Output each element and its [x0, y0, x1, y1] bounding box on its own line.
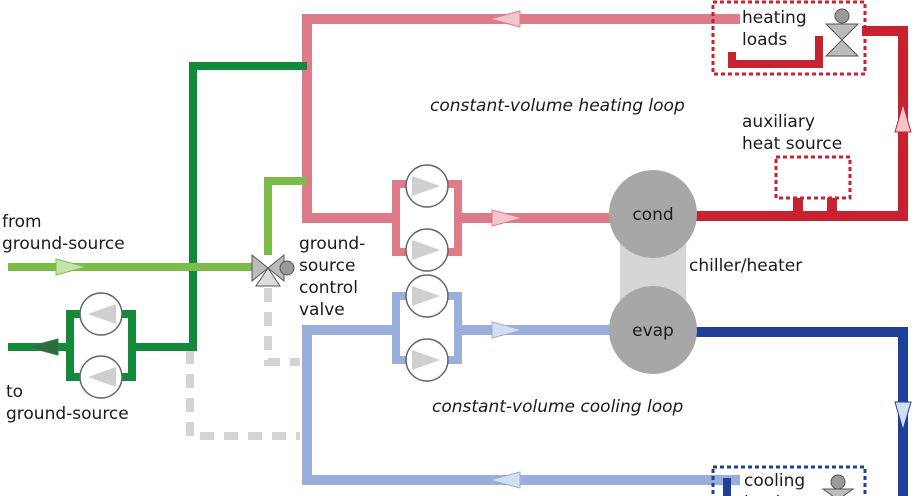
heating-return-arrow-icon [488, 10, 521, 28]
ground-pump-lower-icon [79, 355, 123, 399]
cold-side-down-arrow-icon [894, 401, 912, 432]
evaporator-label: evap [632, 321, 674, 341]
from-ground-source-label-line1: from [2, 212, 42, 232]
heating-loads-label-line2: loads [742, 30, 787, 50]
heating-loop-pipes [302, 14, 740, 223]
heating-pump-lower-icon [405, 228, 449, 272]
cooling-loads-label-line1: cooling [744, 471, 805, 491]
ground-source-bypass-dashed-line [186, 288, 300, 440]
cooling-supply-arrow-icon [491, 321, 524, 339]
ground-source-control-valve-label-line1: ground- [299, 234, 365, 254]
ground-source-control-valve-label-line2: source [299, 256, 355, 276]
cooling-loads-box [711, 465, 867, 496]
cooling-pump-lower-icon [405, 338, 449, 382]
ground-pump-upper-icon [79, 292, 123, 336]
cooling-pump-upper-icon [405, 274, 449, 318]
cooling-return-arrow-icon [488, 471, 521, 489]
condenser-label: cond [632, 205, 673, 225]
cooling-loads-valve-icon [821, 474, 855, 496]
ground-return-arrow-icon [26, 338, 59, 356]
to-ground-source-label-line1: to [6, 382, 23, 402]
chiller-heater-label: chiller/heater [689, 256, 802, 276]
ground-source-dark-pipes [8, 62, 307, 351]
ground-source-control-valve-label-line3: control [299, 278, 358, 298]
ground-source-light-pipes [8, 177, 307, 271]
from-ground-source-label-line2: ground-source [2, 234, 125, 254]
cold-side-pipes [696, 327, 908, 496]
cooling-loop-label: constant-volume cooling loop [432, 397, 684, 417]
hot-side-pipes [696, 26, 908, 221]
hot-side-up-arrow-icon [894, 102, 912, 133]
heating-loads-valve-icon [824, 8, 860, 57]
cooling-loads-label-line2: loads [744, 493, 789, 496]
cooling-loop-pipes [302, 325, 740, 485]
heating-pump-upper-icon [405, 164, 449, 208]
heating-supply-arrow-icon [491, 209, 524, 227]
condenser-node: cond [609, 170, 697, 258]
ground-supply-arrow-icon [55, 258, 88, 276]
auxiliary-label-line2: heat source [742, 134, 842, 154]
ground-source-control-valve-label-line4: valve [299, 300, 345, 320]
ground-source-control-valve-icon [251, 253, 295, 287]
auxiliary-heat-source-box [774, 155, 852, 200]
auxiliary-label-line1: auxiliary [742, 112, 815, 132]
evaporator-node: evap [609, 286, 697, 374]
heating-loop-label: constant-volume heating loop [430, 96, 685, 116]
heating-loads-label-line1: heating [742, 8, 807, 28]
to-ground-source-label-line2: ground-source [6, 404, 129, 424]
heating-loads-coil [728, 36, 823, 68]
